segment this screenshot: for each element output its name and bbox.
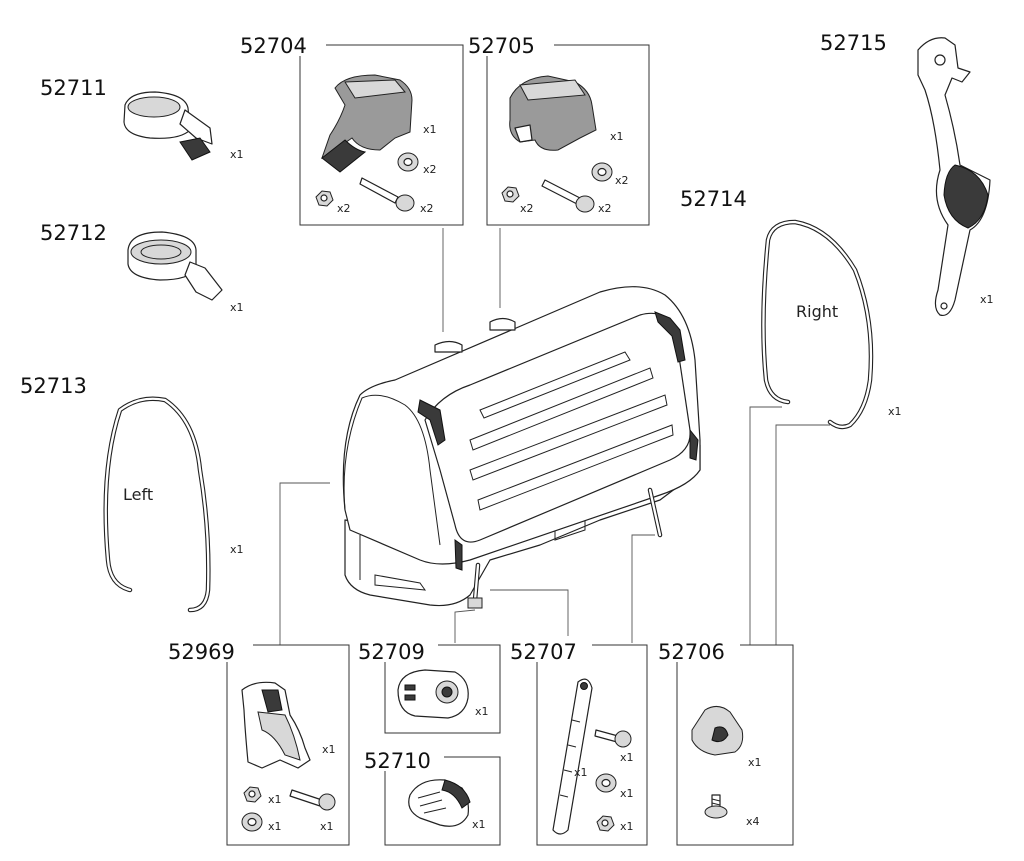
- nut-icon: [315, 190, 334, 207]
- qty-label: x2: [420, 202, 434, 215]
- part-box-52704: [299, 44, 464, 226]
- part-number-52710: 52710: [364, 749, 431, 773]
- qty-label: x1: [472, 818, 486, 831]
- qty-label: x1: [423, 123, 437, 136]
- qty-label: x4: [746, 815, 760, 828]
- qty-label: x2: [520, 202, 534, 215]
- part-number-52715: 52715: [820, 31, 887, 55]
- qty-label: x1: [230, 148, 244, 161]
- qty-label: x1: [620, 751, 634, 764]
- nut-icon: [596, 815, 615, 832]
- part-box-52707: [536, 644, 648, 846]
- bolt-icon: [289, 789, 336, 811]
- part-52711: 52711 x1: [40, 76, 244, 161]
- qty-label: x1: [268, 820, 282, 833]
- rubber-strap-icon: [917, 37, 991, 317]
- part-52706: 52706 x1 x4: [656, 636, 794, 846]
- part-number-52709: 52709: [358, 640, 425, 664]
- qty-label: x1: [268, 793, 282, 806]
- qty-label: x1: [320, 820, 334, 833]
- qty-label: x1: [322, 743, 336, 756]
- bike-frame-right-icon: [761, 219, 874, 430]
- part-52709: 52709 x1: [356, 636, 501, 734]
- part-number-52714: 52714: [680, 187, 747, 211]
- qty-label: x1: [620, 787, 634, 800]
- washer-icon: [591, 162, 613, 182]
- qty-label: x2: [337, 202, 351, 215]
- qty-label: x1: [610, 130, 624, 143]
- qty-label: x1: [475, 705, 489, 718]
- part-52707: 52707 x1 x1 x1 x1: [508, 636, 648, 846]
- part-number-52704: 52704: [240, 34, 307, 58]
- part-52713: 52713 Left x1: [20, 374, 244, 613]
- side-label-right: Right: [796, 302, 838, 321]
- part-number-52712: 52712: [40, 221, 107, 245]
- part-52715: 52715 x1: [820, 31, 994, 317]
- clamp-cover-icon: [509, 75, 597, 151]
- tape-roll-icon: [127, 231, 223, 301]
- qty-label: x2: [423, 163, 437, 176]
- clamp-cover-icon: [321, 74, 413, 173]
- part-52704: 52704 x1 x2 x2 x2: [238, 30, 464, 226]
- part-box-52705: [486, 44, 650, 226]
- washer-icon: [595, 773, 617, 793]
- qty-label: x1: [574, 766, 588, 779]
- bike-frame-left-icon: [103, 396, 211, 613]
- knob-icon: [397, 669, 469, 719]
- cargo-box-icon: [342, 286, 701, 609]
- hook-icon: [408, 779, 471, 827]
- qty-label: x1: [888, 405, 902, 418]
- latch-icon: [241, 681, 311, 769]
- qty-label: x2: [598, 202, 612, 215]
- qty-label: x1: [230, 301, 244, 314]
- part-number-52713: 52713: [20, 374, 87, 398]
- nut-icon: [243, 786, 262, 803]
- bolt-icon: [359, 177, 415, 212]
- qty-label: x1: [748, 756, 762, 769]
- part-number-52707: 52707: [510, 640, 577, 664]
- qty-label: x1: [620, 820, 634, 833]
- part-52969: 52969 x1 x1 x1 x1: [165, 636, 350, 846]
- nut-icon: [501, 186, 520, 203]
- part-box-52709: [384, 644, 501, 734]
- clamp-cover-icon: [691, 706, 744, 756]
- strap-buckle-icon: [123, 91, 213, 161]
- part-number-52969: 52969: [168, 640, 235, 664]
- part-box-52969: [226, 644, 350, 846]
- screw-icon: [704, 794, 728, 819]
- part-52714: 52714 Right x1: [680, 187, 902, 430]
- washer-icon: [241, 812, 263, 832]
- part-number-52705: 52705: [468, 34, 535, 58]
- leader-lines: [279, 228, 830, 645]
- part-number-52711: 52711: [40, 76, 107, 100]
- part-52712: 52712 x1: [40, 221, 244, 314]
- rubber-strap-icon: [552, 678, 593, 835]
- washer-icon: [397, 152, 419, 172]
- qty-label: x1: [980, 293, 994, 306]
- qty-label: x2: [615, 174, 629, 187]
- side-label-left: Left: [123, 485, 153, 504]
- bolt-icon: [541, 179, 595, 213]
- qty-label: x1: [230, 543, 244, 556]
- part-52710: 52710 x1: [362, 745, 501, 846]
- bolt-icon: [594, 729, 632, 748]
- part-number-52706: 52706: [658, 640, 725, 664]
- part-52705: 52705 x1 x2 x2 x2: [466, 30, 650, 226]
